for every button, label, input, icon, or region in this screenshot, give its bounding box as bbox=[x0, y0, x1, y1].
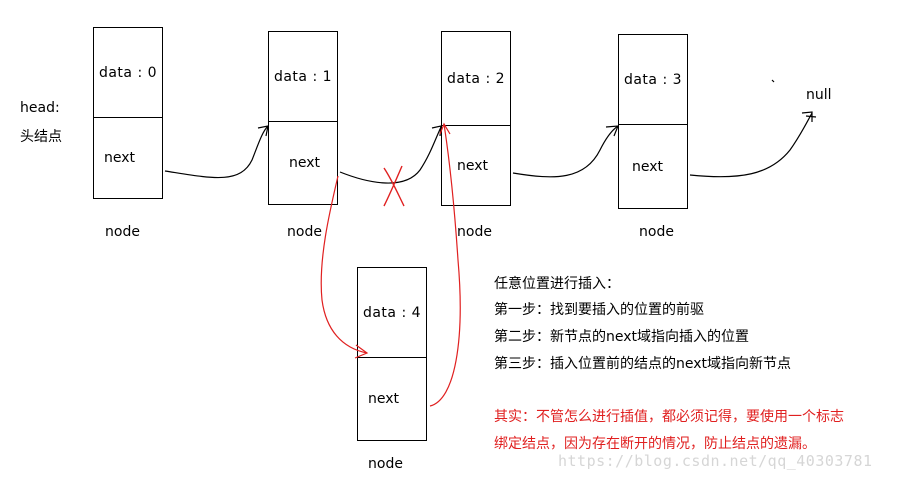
node-1: data : 1 next bbox=[268, 31, 338, 205]
node-0-caption: node bbox=[105, 224, 140, 240]
node-2-caption: node bbox=[457, 224, 492, 240]
break-mark bbox=[383, 165, 405, 207]
head-label: head: bbox=[20, 100, 60, 116]
watermark: https://blog.csdn.net/qq_40303781 bbox=[558, 452, 873, 470]
node-3-next: next bbox=[632, 158, 664, 175]
node-2-data: data : 2 bbox=[442, 32, 510, 126]
link-0-1 bbox=[164, 125, 269, 179]
head-node-label: 头结点 bbox=[20, 129, 62, 145]
node-2-next: next bbox=[457, 157, 489, 174]
node-1-data: data : 1 bbox=[269, 32, 337, 122]
link-1-4 bbox=[320, 175, 368, 354]
null-tick bbox=[771, 79, 775, 83]
step-1: 第一步：找到要插入的位置的前驱 bbox=[494, 302, 704, 318]
link-1-2 bbox=[339, 126, 442, 184]
node-4-caption: node bbox=[368, 456, 403, 472]
step-2: 第二步：新节点的next域指向插入的位置 bbox=[494, 329, 750, 345]
link-3-null bbox=[689, 112, 813, 178]
node-4-data: data : 4 bbox=[358, 268, 426, 358]
arrow-head-4-2 bbox=[439, 122, 451, 135]
node-4: data : 4 next bbox=[357, 267, 427, 441]
node-4-next: next bbox=[368, 391, 400, 407]
null-label: null bbox=[806, 87, 832, 103]
node-0: data : 0 next bbox=[93, 27, 163, 199]
node-3: data : 3 next bbox=[618, 34, 688, 209]
arrow-head-1-4 bbox=[354, 344, 369, 359]
node-3-caption: node bbox=[639, 224, 674, 240]
note-line-2: 绑定结点，因为存在断开的情况，防止结点的遗漏。 bbox=[494, 436, 816, 452]
link-2-3 bbox=[512, 125, 619, 178]
arrow-head-3-null bbox=[801, 111, 817, 122]
step-3: 第三步：插入位置前的结点的next域指向新节点 bbox=[494, 356, 792, 372]
arrow-head-2-3 bbox=[605, 125, 619, 137]
node-0-data: data : 0 bbox=[94, 28, 162, 118]
arrow-head-0-1 bbox=[257, 125, 269, 137]
node-1-caption: node bbox=[287, 224, 322, 240]
note-line-1: 其实：不管怎么进行插值，都必须记得，要使用一个标志 bbox=[494, 409, 844, 425]
node-3-data: data : 3 bbox=[619, 35, 687, 125]
link-4-2 bbox=[429, 123, 461, 407]
steps-title: 任意位置进行插入： bbox=[494, 276, 620, 292]
node-0-next: next bbox=[104, 150, 136, 166]
node-1-next: next bbox=[289, 155, 321, 171]
node-2: data : 2 next bbox=[441, 31, 511, 206]
